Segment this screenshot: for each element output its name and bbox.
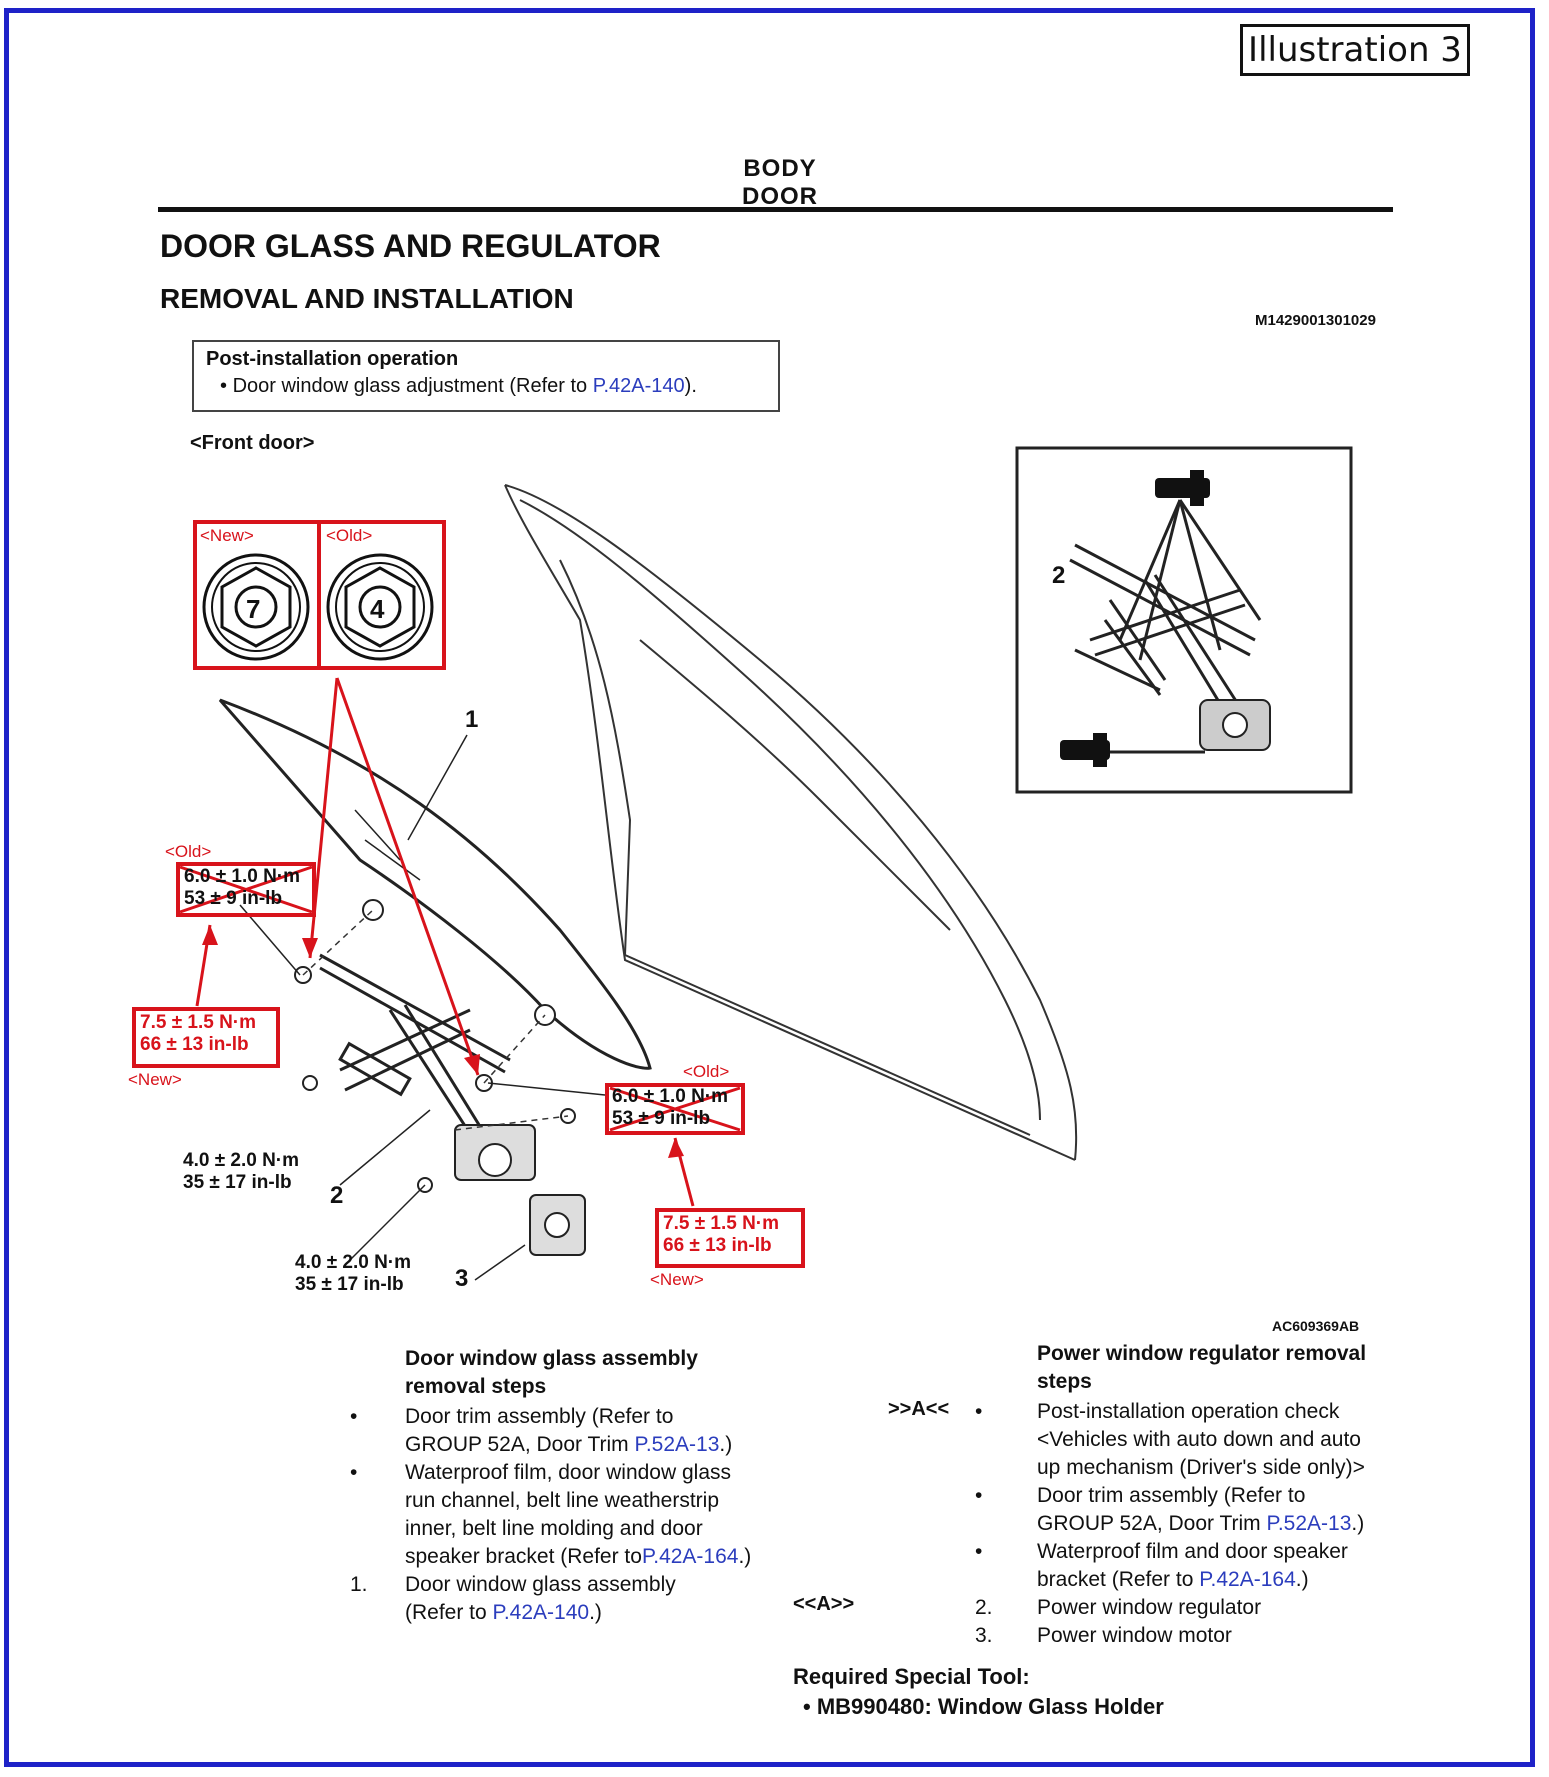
step-mark-a2: <<A>> bbox=[793, 1593, 855, 1615]
ref-link[interactable]: P.52A-13 bbox=[634, 1433, 720, 1456]
right-new-torque-box bbox=[655, 1208, 805, 1268]
step-mark-a1: >>A<< bbox=[888, 1398, 950, 1420]
step-text: Waterproof film and door speaker bbox=[1037, 1540, 1348, 1563]
step-marker: • bbox=[350, 1405, 358, 1428]
regulator-step-item: • Waterproof film and door speaker bracket… bbox=[975, 1538, 1415, 1594]
callout-3: 3 bbox=[455, 1265, 469, 1292]
doc-code: M1429001301029 bbox=[1255, 312, 1376, 329]
callout-2: 2 bbox=[330, 1182, 344, 1209]
step-text: run channel, belt line weatherstrip bbox=[405, 1489, 720, 1512]
left-new-torque-box bbox=[132, 1007, 280, 1068]
bolt-head-old bbox=[326, 553, 434, 661]
step-text: speaker bracket (Refer toP.42A-164.) bbox=[405, 1545, 752, 1568]
step-text: Door trim assembly (Refer to bbox=[1037, 1484, 1306, 1507]
step-text: GROUP 52A, Door Trim P.52A-13.) bbox=[1037, 1512, 1365, 1535]
step-text: inner, belt line molding and door bbox=[405, 1517, 703, 1540]
right-new-tag: <New> bbox=[650, 1270, 704, 1289]
step-text: Post-installation operation check bbox=[1037, 1400, 1340, 1423]
post-installation-heading: Post-installation operation bbox=[206, 348, 459, 370]
step-marker: • bbox=[975, 1400, 983, 1423]
regulator-steps-heading-2: steps bbox=[1037, 1370, 1092, 1393]
glass-step-item: • Door trim assembly (Refer to GROUP 52A, … bbox=[350, 1403, 780, 1459]
window-glass bbox=[218, 698, 652, 1070]
step-text: GROUP 52A, Door Trim P.52A-13.) bbox=[405, 1433, 733, 1456]
step-text: Waterproof film, door window glass bbox=[405, 1461, 732, 1484]
step-text: Power window regulator bbox=[1037, 1596, 1262, 1619]
figure-code: AC609369AB bbox=[1272, 1318, 1360, 1334]
power-window-motor bbox=[454, 1124, 586, 1256]
inset-callout-2: 2 bbox=[1052, 562, 1066, 589]
regulator-step-item: • Door trim assembly (Refer to GROUP 52A, … bbox=[975, 1482, 1415, 1538]
post-installation-box: Post-installation operation • Door windo… bbox=[192, 340, 780, 412]
step-text: Power window motor bbox=[1037, 1624, 1232, 1647]
step-marker: 3. bbox=[975, 1624, 993, 1647]
special-tool-inset bbox=[1069, 499, 1262, 754]
new-bolt-grade: 7 bbox=[246, 594, 261, 624]
header-rule bbox=[158, 207, 1393, 212]
ref-link[interactable]: P.42A-164 bbox=[1199, 1568, 1296, 1591]
step-text: <Vehicles with auto down and auto bbox=[1037, 1428, 1361, 1451]
old-tag: <Old> bbox=[326, 526, 373, 545]
ref-link[interactable]: P.42A-140 bbox=[592, 375, 685, 397]
step-text: (Refer to P.42A-140.) bbox=[405, 1601, 602, 1624]
bolt-head-new bbox=[202, 553, 310, 661]
left-old-torque-box bbox=[176, 862, 316, 917]
post-installation-item: • Door window glass adjustment (Refer to… bbox=[220, 375, 697, 397]
glass-removal-steps: Door window glass assembly removal steps… bbox=[350, 1345, 780, 1627]
post-installation-end: ). bbox=[684, 375, 697, 397]
ref-link[interactable]: P.42A-140 bbox=[492, 1601, 590, 1624]
regulator-steps-heading-1: Power window regulator removal bbox=[1037, 1342, 1367, 1365]
glass-step-item: • Waterproof film, door window glass run c… bbox=[350, 1459, 780, 1571]
window-glass-holder-icon bbox=[1060, 470, 1210, 767]
window-regulator bbox=[319, 953, 512, 1181]
step-marker: • bbox=[975, 1484, 983, 1507]
bolt-grade-divider bbox=[317, 520, 321, 670]
step-marker: • bbox=[975, 1540, 983, 1563]
callout-1: 1 bbox=[465, 706, 479, 733]
new-tag: <New> bbox=[200, 526, 254, 545]
glass-steps-heading-2: removal steps bbox=[405, 1375, 547, 1398]
ref-link[interactable]: P.52A-13 bbox=[1266, 1512, 1352, 1535]
special-tool-text: MB990480: Window Glass Holder bbox=[816, 1694, 1164, 1719]
page-subtitle: REMOVAL AND INSTALLATION bbox=[160, 283, 574, 314]
step-text: Door window glass assembly bbox=[405, 1573, 676, 1596]
regulator-step-item: • Post-installation operation check <Vehic… bbox=[975, 1398, 1415, 1482]
header-subsection: DOOR bbox=[742, 183, 818, 210]
step-marker: 1. bbox=[350, 1573, 368, 1596]
page-frame bbox=[4, 8, 1535, 1767]
page-title: DOOR GLASS AND REGULATOR bbox=[160, 228, 661, 264]
right-old-torque-box bbox=[605, 1083, 745, 1135]
front-door-label: <Front door> bbox=[190, 432, 315, 454]
step-text: bracket (Refer to P.42A-164.) bbox=[1037, 1568, 1309, 1591]
old-bolt-grade: 4 bbox=[370, 594, 385, 624]
header-section: BODY bbox=[743, 155, 817, 182]
step-text: up mechanism (Driver's side only)> bbox=[1037, 1456, 1365, 1479]
post-installation-text: Door window glass adjustment (Refer to bbox=[232, 375, 593, 397]
regulator-step-item: 3. Power window motor bbox=[975, 1622, 1415, 1650]
glass-step-item: 1. Door window glass assembly (Refer to P.… bbox=[350, 1571, 780, 1627]
special-tool-heading: Required Special Tool: bbox=[793, 1664, 1030, 1689]
special-tool-item: • MB990480: Window Glass Holder bbox=[803, 1694, 1164, 1719]
door-frame-outline bbox=[504, 484, 1078, 1161]
step-text: Door trim assembly (Refer to bbox=[405, 1405, 674, 1428]
right-old-tag: <Old> bbox=[683, 1062, 730, 1081]
step-marker: • bbox=[350, 1461, 358, 1484]
illustration-label: Illustration 3 bbox=[1240, 24, 1470, 76]
regulator-removal-steps: Power window regulator removal steps • Po… bbox=[975, 1340, 1415, 1650]
left-old-tag: <Old> bbox=[165, 842, 212, 861]
step-marker: 2. bbox=[975, 1596, 993, 1619]
ref-link[interactable]: P.42A-164 bbox=[641, 1545, 739, 1568]
glass-steps-heading-1: Door window glass assembly bbox=[405, 1347, 698, 1370]
left-new-tag: <New> bbox=[128, 1070, 182, 1089]
regulator-step-item: 2. Power window regulator bbox=[975, 1594, 1415, 1622]
